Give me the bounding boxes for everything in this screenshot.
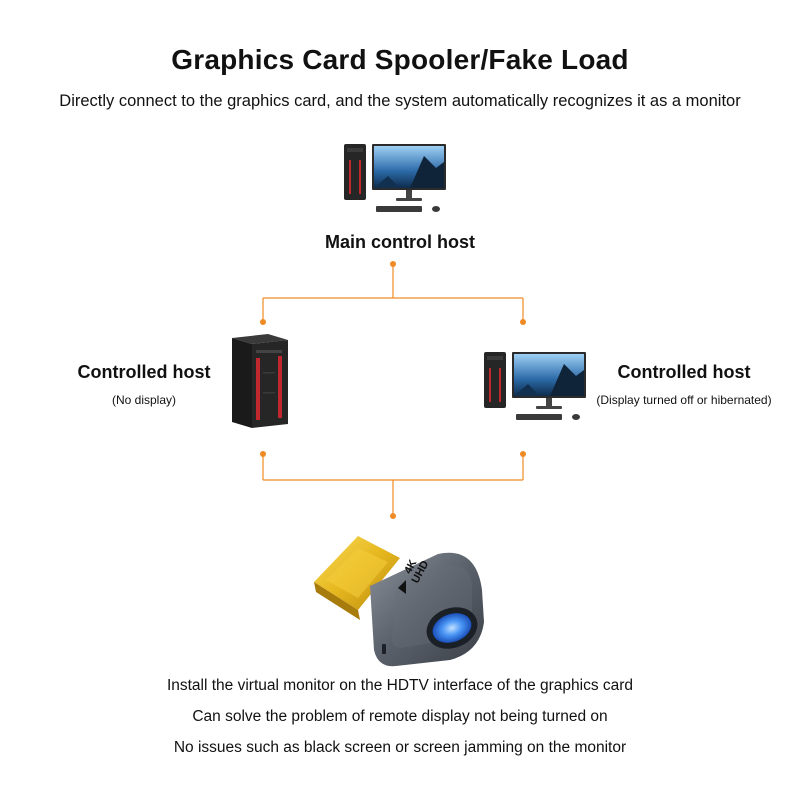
right-controlled-host-note: (Display turned off or hibernated) (596, 393, 772, 407)
top-branch-connector (262, 264, 524, 322)
connector-dot (260, 319, 266, 325)
connector-dot (520, 319, 526, 325)
connector-dot (260, 451, 266, 457)
controlled-host-computer-icon (484, 352, 586, 420)
page-title: Graphics Card Spooler/Fake Load (171, 44, 629, 75)
left-controlled-host-label: Controlled host (77, 362, 211, 382)
connector-dot (520, 451, 526, 457)
hdmi-dummy-plug-icon (314, 536, 484, 667)
feature-line-3: No issues such as black screen or screen… (173, 739, 627, 756)
right-controlled-host-label: Controlled host (617, 362, 751, 382)
left-controlled-host-note: (No display) (111, 393, 177, 407)
page-subtitle: Directly connect to the graphics card, a… (59, 92, 741, 110)
connector-dot (390, 513, 396, 519)
main-control-host-label: Main control host (325, 232, 475, 252)
bottom-branch-connector (262, 454, 524, 516)
main-control-host-computer-icon (344, 144, 446, 212)
feature-line-1: Install the virtual monitor on the HDTV … (166, 677, 634, 694)
feature-line-2: Can solve the problem of remote display … (192, 708, 608, 725)
controlled-host-tower-icon (232, 334, 288, 428)
connector-dot (390, 261, 396, 267)
